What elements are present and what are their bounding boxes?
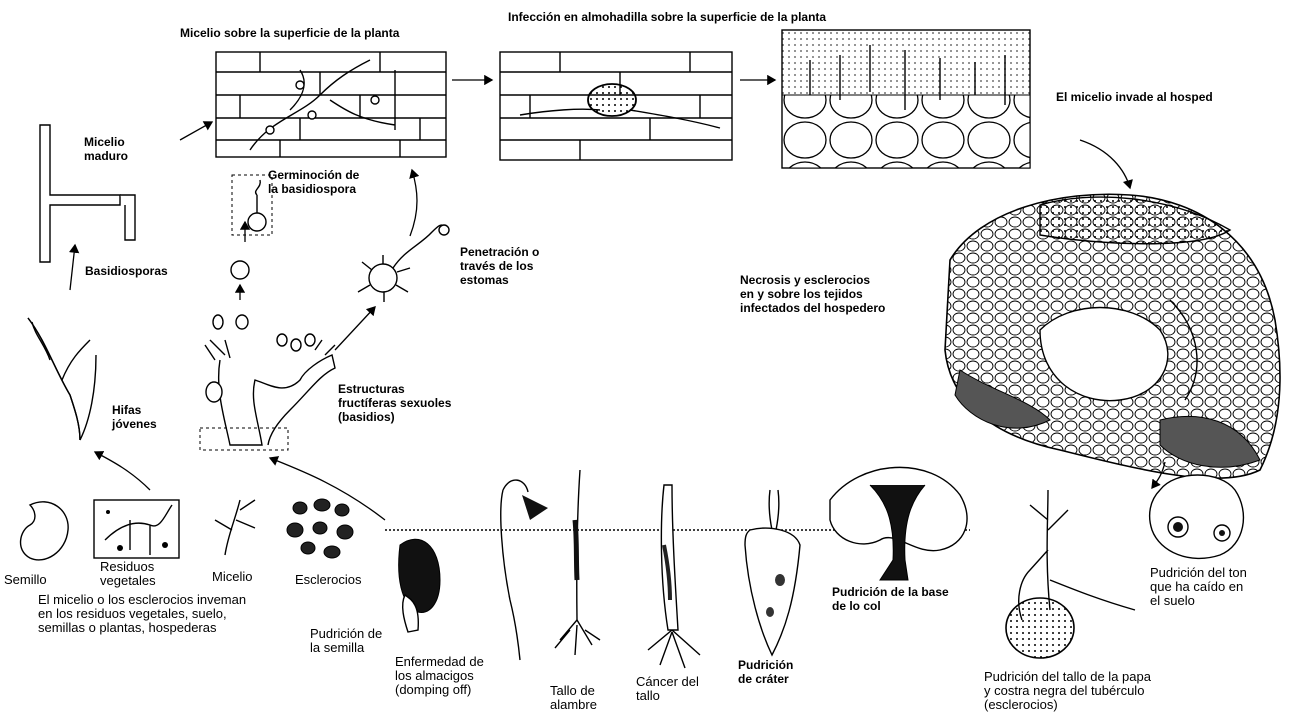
label-infection-cushion: Infección en almohadilla sobre la superf… [508, 10, 826, 24]
cabbage-base-rot [830, 467, 967, 580]
label-stomata-penetration: Penetración o través de los estomas [460, 245, 539, 287]
panel-host-invasion [782, 30, 1030, 168]
host-tissue-cross-section [945, 194, 1280, 478]
label-seed: Semillo [4, 573, 47, 587]
panel-infection-cushion [500, 52, 732, 160]
label-cabbage-base-rot: Pudrición de la base de lo col [832, 585, 949, 613]
damping-off-seedling [501, 480, 548, 660]
seed-rot-illustration [399, 539, 440, 632]
label-seed-rot: Pudrición de la semilla [310, 627, 382, 655]
young-hyphae [28, 318, 96, 440]
label-host-invasion: El micelio invade al hosped [1056, 90, 1213, 104]
overwintering-sources [21, 499, 353, 560]
wire-stem-seedling [555, 470, 600, 655]
label-damping-off: Enfermedad de los almacigos (domping off… [395, 655, 484, 697]
label-mycelium-surface: Micelio sobre la superficie de la planta [180, 26, 399, 40]
panel-mycelium-surface [216, 52, 446, 157]
crater-rot-carrot [745, 490, 800, 655]
label-sclerotia: Esclerocios [295, 573, 361, 587]
label-potato-stem-rot: Pudrición del tallo de la papa y costra … [984, 670, 1151, 712]
label-mycelium: Micelio [212, 570, 252, 584]
fallen-tomato-rot [1150, 475, 1244, 558]
label-mature-mycelium: Micelio maduro [84, 135, 128, 163]
label-basidiospore-germination: Germinoción de la basidiospora [268, 168, 359, 196]
label-young-hyphae: Hifas jóvenes [112, 403, 157, 431]
potato-stem-rot [1006, 490, 1135, 658]
basidia-structure [200, 340, 335, 450]
label-overwintering-note: El micelio o los esclerocios inveman en … [38, 593, 246, 635]
label-fallen-tomato: Pudrición del ton que ha caído en el sue… [1150, 566, 1247, 608]
label-plant-residues: Residuos vegetales [100, 560, 156, 588]
label-crater-rot: Pudrición de cráter [738, 658, 793, 686]
stem-canker-plant [648, 485, 700, 668]
label-basidiospores: Basidiosporas [85, 264, 168, 278]
basidiospore-germination [213, 175, 315, 351]
label-wire-stem: Tallo de alambre [550, 684, 597, 712]
label-fruiting-structures: Estructuras fructíferas sexuoles (basidi… [338, 382, 451, 424]
label-stem-canker: Cáncer del tallo [636, 675, 699, 703]
stomata-penetration [358, 225, 449, 302]
label-necrosis-sclerotia: Necrosis y esclerocios en y sobre los te… [740, 273, 885, 315]
